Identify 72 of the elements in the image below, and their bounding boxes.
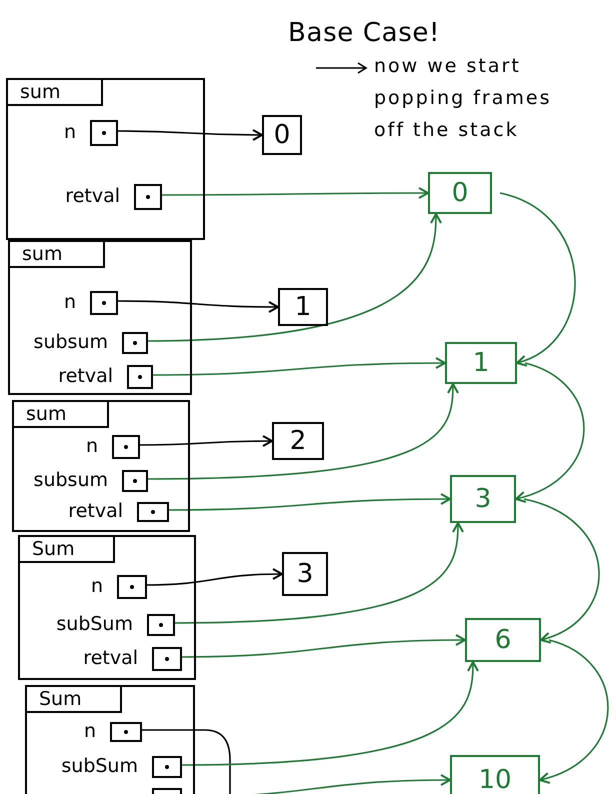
value-box [278,288,328,326]
frame-title-tab: Sum [27,687,122,713]
pointer-slot [134,184,162,210]
arrow [539,639,609,783]
arrow [138,435,273,448]
arrow [116,300,279,313]
value-box [450,475,516,523]
arrow [116,128,263,141]
pointer-slot [152,647,182,671]
variable-label: retval [68,499,123,523]
frame-title-tab: sum [10,242,105,268]
variable-label: subSum [56,612,133,636]
pointer-slot [127,365,153,389]
value-box [272,422,324,460]
pointer-slot [147,614,175,636]
arrow [180,634,466,658]
value-box [428,172,492,214]
arrow [146,383,459,480]
arrow [180,661,479,766]
frame-title-tab: sum [14,402,109,428]
variable-label: n [64,120,76,144]
value-text: 6 [494,627,512,653]
arrow [160,187,429,199]
arrow [144,568,283,586]
pointer-slot [90,120,118,146]
variable-label: subsum [34,468,108,492]
pointer-slot [152,756,182,778]
stack-frame [25,685,195,794]
variable-label: subsum [34,330,108,354]
pointer-slot [112,435,140,459]
stack-frame [18,535,196,680]
note-heading: Base Case! [288,17,440,50]
variable-label: retval [83,646,138,670]
pointer-slot [117,575,147,599]
arrow [146,213,442,342]
value-text: 1 [472,350,490,376]
arrow [500,192,576,366]
stack-frame [8,240,192,395]
value-box [262,115,302,155]
frame-title-tab: Sum [20,537,115,563]
pointer-slot [90,291,118,315]
arrow [167,493,451,511]
pointer-slot [122,332,148,354]
frame-title-tab: sum [8,80,103,106]
variable-label: n [64,290,76,314]
stack-frame [6,78,205,240]
variable-label: n [90,574,103,598]
pointer-slot [110,722,142,742]
note-text: now we start popping frames off the stack [374,54,552,143]
arrow [151,357,446,376]
variable-label: subSum [61,754,138,778]
arrow [515,362,585,502]
pointer-slot [137,502,169,522]
value-box [465,618,541,662]
value-box [450,755,540,794]
variable-label: n [86,434,98,458]
value-text: 0 [274,122,290,148]
value-text: 0 [452,180,468,206]
variable-label: n [84,719,96,743]
variable-label: retval [58,364,113,388]
value-box [445,342,517,384]
value-box [282,552,328,596]
arrow [172,522,464,624]
pointer-slot [122,470,148,492]
value-text: 3 [296,561,314,587]
value-text: 1 [294,294,312,320]
variable-label: retval [65,184,120,208]
value-text: 10 [478,767,512,793]
value-text: 2 [290,428,306,454]
arrow [524,498,600,643]
stack-frame [12,400,190,532]
value-text: 3 [474,486,492,512]
